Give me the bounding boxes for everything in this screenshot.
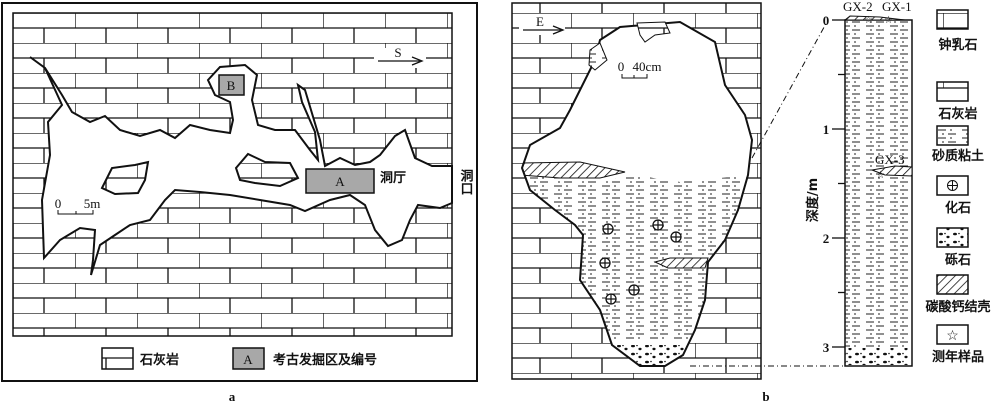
- rock-pillar: [234, 152, 300, 188]
- excavation-area-b: [218, 74, 245, 96]
- area-b-label: B: [227, 78, 236, 93]
- depth-tick-label: 1: [823, 122, 830, 137]
- legend-excavation-symbol: A: [243, 352, 253, 367]
- legend-excavation-icon: [232, 347, 265, 370]
- legend-fossil-label: 化石: [945, 200, 971, 216]
- legend-stalactite-label: 钟乳石: [938, 37, 977, 53]
- panel-a-caption: a: [229, 389, 236, 404]
- depth-axis-label: 深度/m: [805, 178, 821, 222]
- sample-gx3: GX-3: [875, 152, 905, 167]
- arrow-head-icon: [411, 56, 424, 66]
- east-label: E: [536, 14, 544, 29]
- rock-pillar: [100, 160, 150, 196]
- star-icon: ☆: [884, 15, 893, 26]
- depth-tick-label: 2: [823, 231, 830, 246]
- fossil-icon: [652, 219, 664, 231]
- legend-dating-sample-label: 测年样品: [932, 349, 984, 365]
- legend-gravel-label: 砾石: [945, 252, 971, 268]
- excavation-area-a: [305, 168, 375, 194]
- column-body: [844, 19, 913, 367]
- legend-excavation-label: 考古发掘区及编号: [273, 352, 377, 368]
- star-icon: ☆: [864, 15, 873, 26]
- legend-limestone-label: 石灰岩: [937, 106, 977, 122]
- stratigraphic-column: 0 1 2 3 深度/m GX-2 GX-1 GX-3 ☆ ☆ ☆ 钟乳石石灰岩砂质粘…: [805, 0, 991, 367]
- sample-gx1: GX-1: [882, 0, 912, 14]
- svg-text:☆: ☆: [946, 328, 959, 344]
- legend-limestone-label: 石灰岩: [139, 352, 179, 368]
- legend-stalactite-icon: [936, 9, 969, 30]
- panel-b: 0 40cm E b: [511, 2, 845, 404]
- arrow-head-icon: [552, 25, 565, 35]
- depth-tick-label: 0: [823, 13, 830, 28]
- legend-sandy-clay-label: 砂质粘土: [931, 148, 984, 164]
- scale-b-end: 40cm: [633, 59, 662, 74]
- column-top-crust: [843, 15, 906, 21]
- legend-gravel-icon: [936, 227, 969, 248]
- fossil-icon: [599, 257, 611, 269]
- fossil-icon: [602, 223, 614, 235]
- legend-limestone-icon: [936, 81, 969, 102]
- fossils: [599, 219, 682, 305]
- carbonate-crust: [522, 161, 626, 179]
- legend-carbonate-crust-label: 碳酸钙结壳: [925, 299, 990, 315]
- south-label: S: [394, 45, 401, 60]
- legend-dating-sample-icon: [936, 324, 969, 345]
- fossil-icon: [628, 284, 640, 296]
- star-icon: ☆: [876, 170, 885, 181]
- hall-label: 洞厅: [380, 171, 406, 186]
- depth-tick-label: 3: [823, 340, 830, 355]
- sample-gx2: GX-2: [843, 0, 873, 14]
- stalactite: [636, 21, 671, 43]
- fossil-icon: [605, 293, 617, 305]
- scale-bar: [57, 210, 94, 215]
- panel-a: A B 洞厅 洞口 S 0 5m 石灰岩 A 考古发掘区及编号 a: [1, 2, 478, 404]
- scale-b-start: 0: [618, 59, 625, 74]
- fossil-icon: [670, 231, 682, 243]
- carbonate-crust-lens: [653, 257, 709, 269]
- column-crust-lens: [870, 165, 913, 177]
- scale-start: 0: [55, 196, 62, 211]
- stalactite: [588, 42, 608, 71]
- correlation-lines: [690, 19, 845, 367]
- area-a-label: A: [335, 174, 345, 189]
- legend-carbonate-crust-icon: [936, 274, 969, 295]
- legend-sandy-clay-icon: [936, 125, 969, 146]
- column-gravel: [846, 348, 911, 365]
- panel-b-caption: b: [762, 389, 769, 404]
- scale-bar-b: [621, 74, 648, 79]
- scale-end: 5m: [84, 196, 101, 211]
- legend-limestone-icon: [101, 347, 134, 370]
- entrance-label: 洞口: [458, 169, 474, 195]
